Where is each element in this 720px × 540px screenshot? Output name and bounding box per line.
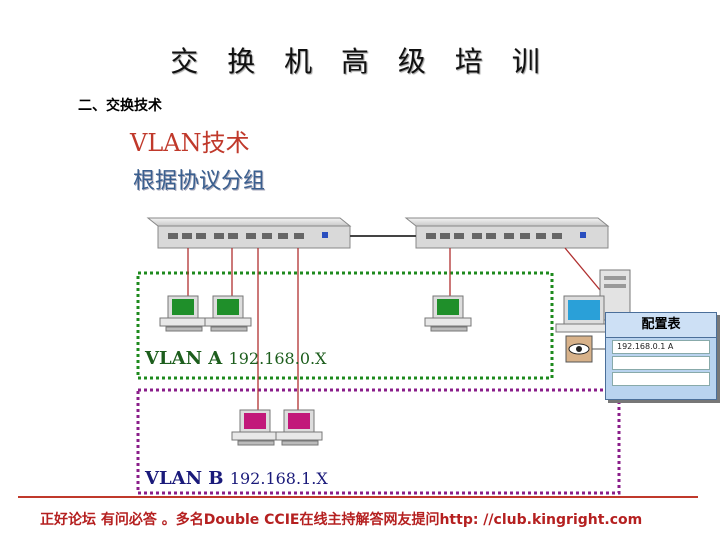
config-table-row: 192.168.0.1 A	[612, 340, 710, 354]
eye-icon	[565, 335, 593, 363]
vlan-b-boundary	[136, 388, 621, 495]
vlan-b-label: VLAN B 192.168.1.X	[145, 468, 328, 489]
pc-vlan-a-2	[204, 295, 252, 332]
vlan-a-label: VLAN A 192.168.0.X	[145, 348, 326, 369]
config-table: 配置表 192.168.0.1 A	[605, 312, 717, 400]
pc-vlan-b-1	[231, 409, 279, 446]
section-heading: 二、交换技术	[78, 98, 162, 114]
page-title: 交 换 机 高 级 培 训	[170, 45, 550, 78]
cable-server	[564, 247, 601, 291]
config-table-row	[612, 372, 710, 386]
vlan-a-name: VLAN A	[145, 348, 223, 369]
vlan-b-subnet: 192.168.1.X	[229, 469, 328, 488]
server-icon	[555, 269, 631, 333]
switch-1	[146, 217, 352, 249]
switch-2	[404, 217, 610, 249]
config-table-row	[612, 356, 710, 370]
footer-divider	[18, 496, 698, 498]
pc-vlan-a-1	[159, 295, 207, 332]
subtopic-heading: 根据协议分组	[133, 169, 266, 194]
vlan-a-subnet: 192.168.0.X	[228, 349, 327, 368]
pc-vlan-a-3	[424, 295, 472, 332]
config-table-title: 配置表	[606, 313, 716, 338]
topic-heading: VLAN技术	[130, 129, 250, 157]
footer-text: 正好论坛 有问必答 。多名Double CCIE在线主持解答网友提问http: …	[40, 512, 643, 528]
vlan-b-name: VLAN B	[145, 468, 224, 489]
pc-vlan-b-2	[275, 409, 323, 446]
vlan-a-boundary	[136, 271, 554, 380]
